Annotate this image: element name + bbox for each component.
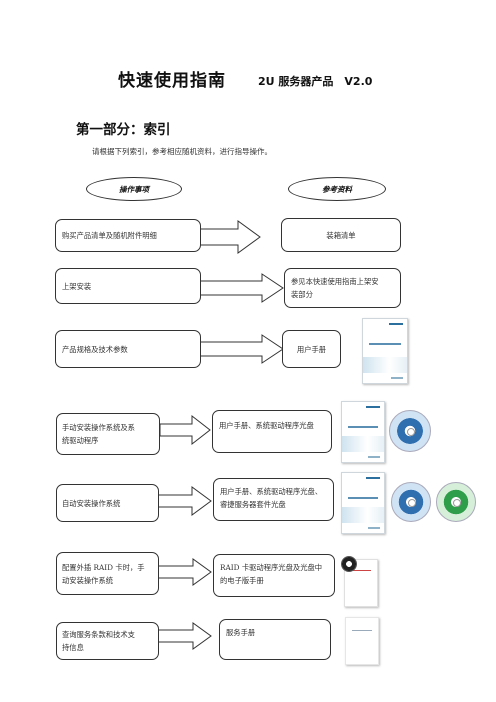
row-6-action-line-1: 配置外插 RAID 卡时，手 — [62, 562, 145, 572]
user-manual-image — [341, 401, 385, 463]
row-1-action-box: 购买产品清单及随机附件明细 — [55, 219, 201, 252]
row-6-reference-box: RAID 卡驱动程序光盘及光盘中 的电子版手册 — [213, 554, 335, 597]
row-6-reference-line-1: RAID 卡驱动程序光盘及光盘中 — [220, 563, 323, 572]
row-2-action-text: 上架安装 — [62, 281, 92, 291]
arrow-row-2 — [198, 273, 284, 303]
section-intro: 请根据下列索引，参考相应随机资料，进行指导操作。 — [92, 147, 272, 156]
row-4-action-box: 手动安装操作系统及系 统驱动程序 — [56, 413, 160, 455]
row-3-reference-box: 用户手册 — [282, 330, 341, 368]
service-manual-image — [345, 617, 379, 665]
row-5-action-text: 自动安装操作系统 — [62, 498, 121, 508]
row-7-reference-text: 服务手册 — [226, 628, 256, 637]
row-1-reference-box: 装箱清单 — [281, 218, 401, 252]
system-driver-cd-image — [389, 410, 431, 452]
column-header-left: 操作事项 — [86, 177, 182, 201]
row-4-reference-text: 用户手册、系统驱动程序光盘 — [219, 421, 314, 430]
server-suite-cd-image — [436, 482, 476, 522]
row-5-action-box: 自动安装操作系统 — [56, 484, 159, 522]
row-1-reference-text: 装箱清单 — [326, 230, 356, 240]
row-3-action-box: 产品规格及技术参数 — [55, 330, 201, 368]
column-header-right-label: 参考资料 — [322, 184, 352, 194]
row-7-action-line-1: 查询服务条款和技术支 — [62, 630, 135, 639]
row-1-action-text: 购买产品清单及随机附件明细 — [62, 231, 157, 240]
page-subtitle: 2U 服务器产品 V2.0 — [258, 75, 373, 88]
column-header-left-label: 操作事项 — [119, 184, 149, 194]
row-4-action-line-1: 手动安装操作系统及系 — [62, 423, 135, 432]
row-2-reference-box: 参见本快速使用指南上架安 装部分 — [284, 268, 401, 308]
row-2-action-box: 上架安装 — [55, 268, 201, 304]
system-driver-cd-image — [391, 482, 431, 522]
row-2-reference-line-2: 装部分 — [291, 290, 313, 299]
raid-driver-cd-image — [341, 556, 357, 572]
arrow-row-4 — [159, 414, 211, 446]
row-4-reference-box: 用户手册、系统驱动程序光盘 — [212, 410, 332, 453]
row-5-reference-box: 用户手册、系统驱动程序光盘、 睿捷服务器套件光盘 — [213, 478, 334, 521]
user-manual-image — [341, 472, 385, 534]
arrow-row-5 — [157, 486, 212, 516]
row-6-reference-line-2: 的电子版手册 — [220, 576, 264, 585]
row-3-reference-text: 用户手册 — [296, 344, 327, 354]
row-7-reference-box: 服务手册 — [219, 619, 331, 660]
column-header-right: 参考资料 — [288, 177, 386, 201]
page-title: 快速使用指南 — [118, 71, 226, 91]
row-7-action-box: 查询服务条款和技术支 持信息 — [56, 622, 159, 660]
row-6-action-box: 配置外插 RAID 卡时，手 动安装操作系统 — [56, 552, 159, 595]
row-6-action-line-2: 动安装操作系统 — [62, 575, 114, 585]
row-2-reference-line-1: 参见本快速使用指南上架安 — [291, 277, 379, 286]
user-manual-image — [362, 318, 408, 384]
section-title: 第一部分：索引 — [76, 122, 171, 138]
arrow-row-1 — [198, 220, 261, 254]
row-7-action-line-2: 持信息 — [62, 643, 84, 652]
arrow-row-3 — [198, 334, 284, 364]
row-4-action-line-2: 统驱动程序 — [62, 436, 99, 445]
row-5-reference-line-1: 用户手册、系统驱动程序光盘、 — [220, 487, 323, 496]
arrow-row-6 — [157, 558, 212, 586]
row-3-action-text: 产品规格及技术参数 — [62, 344, 128, 354]
row-5-reference-line-2: 睿捷服务器套件光盘 — [220, 500, 286, 509]
arrow-row-7 — [157, 622, 212, 650]
